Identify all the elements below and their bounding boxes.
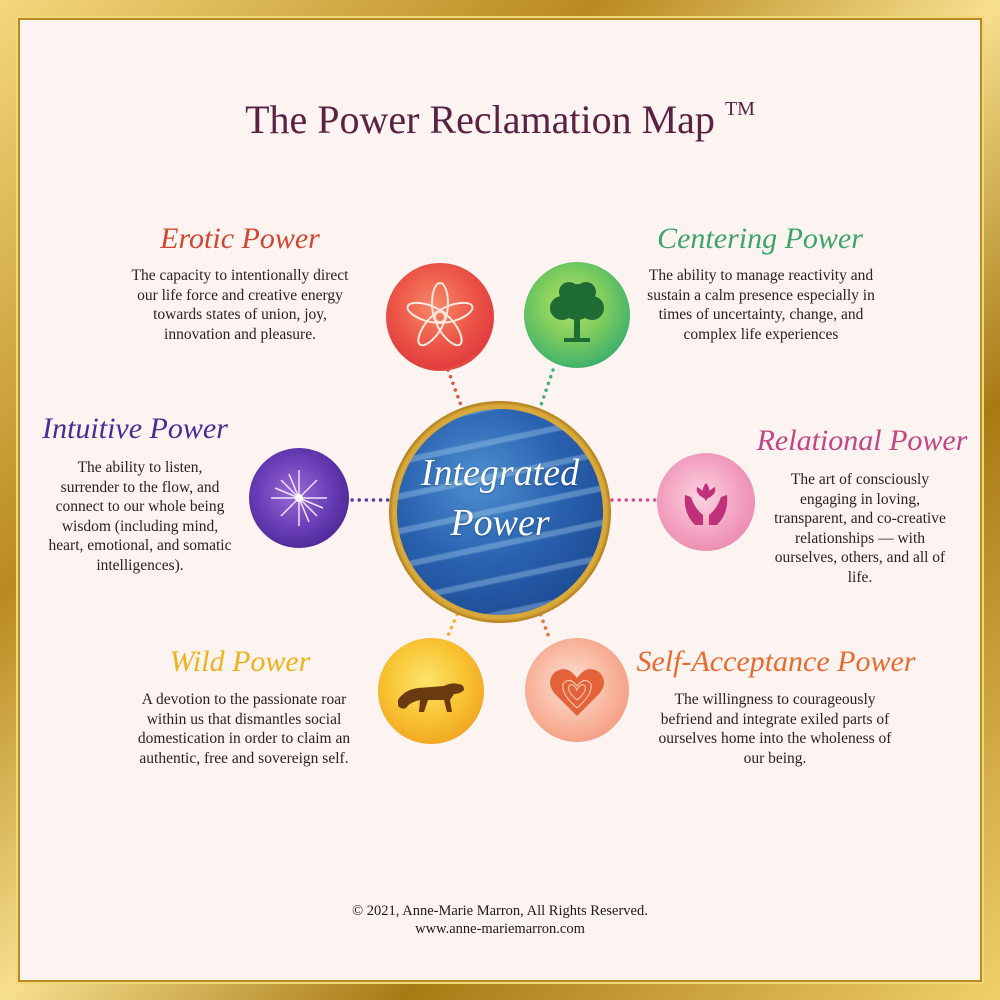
center-label-line2: Power: [450, 502, 550, 544]
centering-power-heading: Centering Power: [657, 222, 863, 255]
hands-icon: [684, 483, 728, 525]
centering-power-circle: [524, 262, 630, 368]
erotic-power-description: The capacity to intentionally direct our…: [131, 267, 349, 343]
center-label: Integrated Power: [400, 448, 600, 548]
erotic-power-heading: Erotic Power: [160, 222, 320, 255]
intuitive-power-circle: [249, 448, 349, 548]
relational-power-circle: [657, 453, 755, 551]
website-text[interactable]: www.anne-mariemarron.com: [415, 921, 585, 937]
self-acceptance-power-heading: Self-Acceptance Power: [636, 645, 916, 678]
self-acceptance-power-circle: [525, 638, 629, 742]
erotic-power-circle: [386, 263, 494, 371]
centering-power-description: The ability to manage reactivity and sus…: [647, 267, 875, 343]
flower-icon: [406, 282, 474, 347]
relational-power-heading: Relational Power: [756, 424, 968, 457]
star-icon: [271, 470, 327, 526]
wild-power-circle: [378, 638, 484, 744]
jaguar-icon: [398, 683, 464, 712]
trademark-mark: TM: [724, 97, 755, 120]
wild-power-heading: Wild Power: [169, 645, 311, 678]
page-title: The Power Reclamation Map TM: [0, 96, 1000, 143]
title-text: The Power Reclamation Map: [245, 97, 715, 142]
connector-centering: [538, 368, 555, 410]
integrated-power-circle: [389, 401, 611, 623]
tree-icon: [550, 282, 604, 342]
copyright-text: © 2021, Anne-Marie Marron, All Rights Re…: [352, 903, 648, 919]
wild-power-description: A devotion to the passionate roar within…: [137, 691, 351, 767]
self-acceptance-power-description: The willingness to courageously befriend…: [658, 691, 892, 767]
heart-icon: [550, 669, 604, 716]
intuitive-power-heading: Intuitive Power: [42, 412, 228, 445]
connector-erotic: [446, 368, 464, 410]
relational-power-description: The art of consciously engaging in lovin…: [774, 471, 946, 586]
intuitive-power-description: The ability to listen, surrender to the …: [48, 459, 232, 574]
footer: © 2021, Anne-Marie Marron, All Rights Re…: [0, 902, 1000, 938]
center-label-line1: Integrated: [420, 452, 580, 494]
